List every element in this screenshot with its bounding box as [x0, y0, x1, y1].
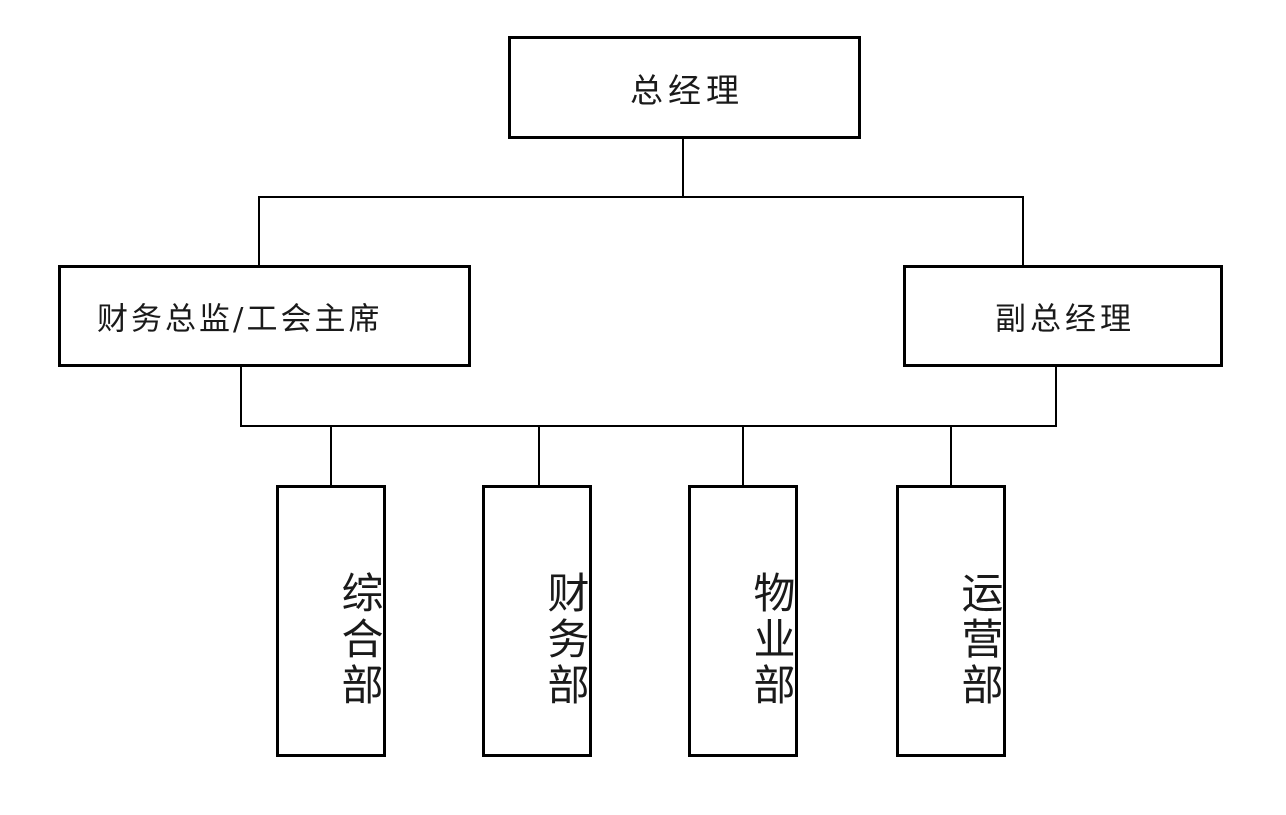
node-department-property-label: 物业部 [747, 571, 796, 709]
node-general-manager-label: 总经理 [630, 70, 744, 110]
node-department-finance-label: 财务部 [541, 571, 590, 709]
connector-drop-dept-0 [330, 425, 332, 487]
connector-drop-dept-2 [742, 425, 744, 487]
node-department-property: 物业部 [688, 485, 798, 757]
connector-drop-cfo [258, 196, 260, 267]
node-finance-director-union-chair-label: 财务总监/工会主席 [97, 301, 383, 338]
connector-drop-deputy [1022, 196, 1024, 267]
connector-stem-deputy [1055, 366, 1057, 427]
connector-bus-level1 [258, 196, 1024, 198]
node-department-operations: 运营部 [896, 485, 1006, 757]
node-department-general-affairs-label: 综合部 [335, 571, 384, 709]
node-general-manager: 总经理 [508, 36, 861, 139]
node-department-general-affairs: 综合部 [276, 485, 386, 757]
node-deputy-general-manager-label: 副总经理 [995, 301, 1135, 338]
node-finance-director-union-chair: 财务总监/工会主席 [58, 265, 471, 367]
node-department-finance: 财务部 [482, 485, 592, 757]
node-department-operations-label: 运营部 [955, 571, 1004, 709]
connector-bus-level2 [240, 425, 1057, 427]
connector-drop-dept-1 [538, 425, 540, 487]
node-deputy-general-manager: 副总经理 [903, 265, 1223, 367]
connector-drop-dept-3 [950, 425, 952, 487]
connector-stem-cfo [240, 366, 242, 427]
connector-top-stem [682, 139, 684, 198]
